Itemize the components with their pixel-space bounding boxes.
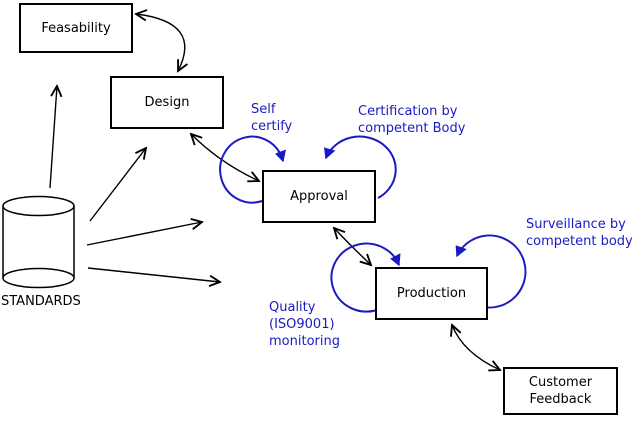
arrow-standards-to-production — [87, 267, 220, 282]
annotation-quality-line2: (ISO9001) — [269, 317, 335, 332]
standards-cylinder-icon — [2, 195, 75, 289]
annotation-quality-monitoring: Quality (ISO9001) monitoring — [269, 299, 340, 350]
annotation-self-certify-line2: certify — [251, 119, 293, 134]
arrow-production-customer-feedback — [452, 325, 500, 370]
loop-surveillance — [455, 234, 527, 309]
box-design: Design — [110, 76, 224, 129]
arrow-standards-to-approval — [86, 222, 202, 246]
box-production: Production — [375, 267, 488, 320]
arrow-standards-to-design — [89, 148, 146, 222]
annotation-certification-line2: competent Body — [358, 121, 466, 136]
loop-self-certify — [219, 135, 286, 204]
arrow-approval-production — [334, 228, 371, 265]
standards-label: STANDARDS — [1, 294, 81, 309]
annotation-quality-line3: monitoring — [269, 334, 340, 349]
box-design-label: Design — [144, 95, 190, 110]
box-feasability-label: Feasability — [41, 20, 111, 36]
annotation-certification: Certification by competent Body — [358, 103, 465, 137]
box-customer-feedback-label: Customer Feedback — [529, 374, 592, 408]
loop-quality-monitoring — [330, 242, 401, 313]
box-production-label: Production — [396, 286, 467, 301]
customer-feedback-line1: Customer — [528, 375, 593, 390]
customer-feedback-line2: Feedback — [529, 392, 592, 407]
annotation-self-certify: Self certify — [251, 101, 292, 135]
annotation-surveillance-line1: Surveillance by — [526, 217, 626, 232]
annotation-surveillance-line2: competent body — [526, 234, 633, 249]
arrow-standards-to-feasability — [49, 86, 57, 189]
arrow-feasability-design — [136, 14, 185, 71]
annotation-self-certify-line1: Self — [251, 102, 276, 117]
annotation-quality-line1: Quality — [269, 300, 316, 315]
annotation-surveillance: Surveillance by competent body — [526, 216, 633, 250]
box-approval: Approval — [262, 170, 376, 223]
box-approval-label: Approval — [290, 189, 348, 204]
annotation-certification-line1: Certification by — [358, 104, 458, 119]
box-customer-feedback: Customer Feedback — [503, 367, 618, 415]
arrow-design-approval — [191, 134, 259, 181]
loop-certification — [324, 135, 397, 199]
box-feasability: Feasability — [19, 3, 133, 53]
